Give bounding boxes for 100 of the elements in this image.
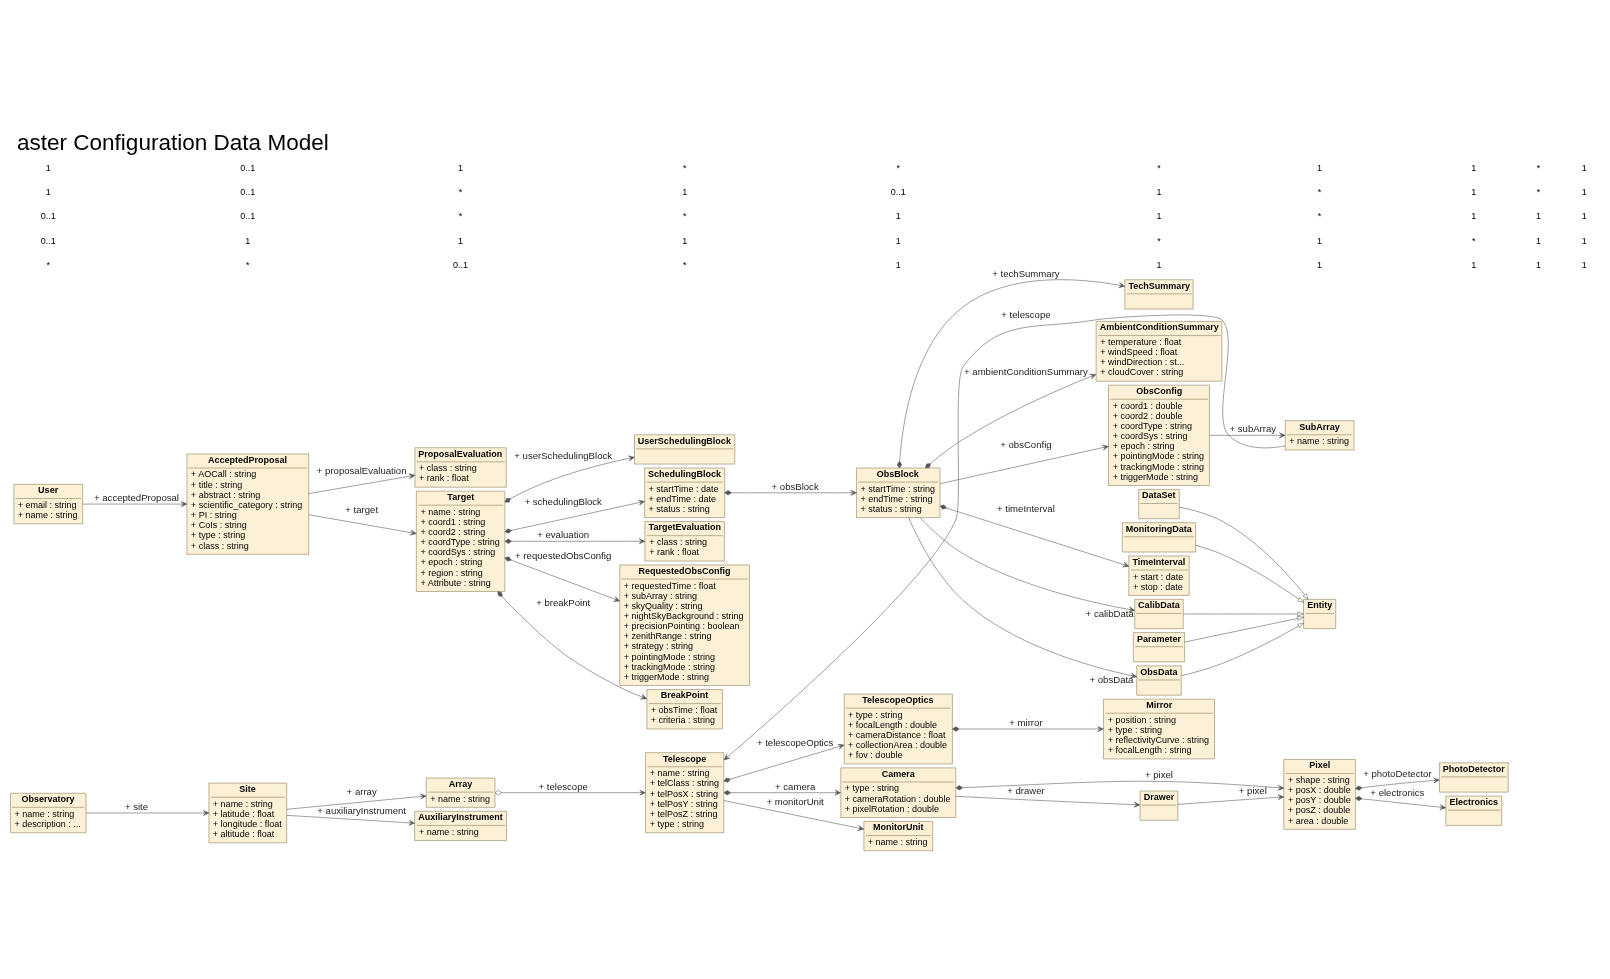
arrow — [1177, 793, 1285, 805]
arrow — [723, 789, 841, 795]
edge-label: + userSchedulingBlock — [514, 449, 613, 461]
arrow — [724, 489, 857, 496]
arrow — [82, 500, 188, 507]
arrow — [1355, 777, 1440, 791]
label: 1 — [895, 235, 901, 246]
label: * — [46, 259, 51, 270]
label: * — [1157, 162, 1161, 173]
edge-label: + timeInterval — [997, 502, 1055, 514]
arrow — [1195, 544, 1304, 603]
label: * — [1536, 162, 1541, 173]
edge-label: + ambientConditionSummary — [964, 365, 1088, 377]
label: * — [682, 162, 687, 173]
edge-label: + telescopeOptics — [756, 736, 834, 748]
arrow — [494, 789, 646, 795]
label: 0..1 — [453, 259, 469, 270]
label: 1 — [1536, 259, 1542, 270]
edge-label: + telescope — [1001, 308, 1051, 320]
arrow — [952, 725, 1104, 732]
label: 1 — [1471, 210, 1477, 221]
label: 1 — [1471, 162, 1477, 173]
arrow — [504, 538, 646, 544]
edge-label: + photoDetector — [1363, 767, 1432, 779]
arrow — [955, 795, 1141, 807]
edge-label: + pixel — [1145, 768, 1173, 780]
edge-label: + target — [345, 503, 379, 515]
label: 1 — [1581, 259, 1587, 270]
label: 1 — [45, 186, 51, 197]
arrow — [504, 499, 645, 534]
diagram-title: aster Configuration Data Model — [16, 129, 329, 155]
edge-label: + acceptedProposal — [94, 491, 179, 503]
label: 1 — [1581, 235, 1587, 246]
arrow — [1179, 506, 1309, 600]
label: * — [1317, 186, 1322, 197]
edge-label: + breakPoint — [536, 596, 591, 608]
label: 1 — [682, 186, 688, 197]
arrow — [308, 513, 417, 535]
edge-label: + obsData — [1089, 673, 1134, 685]
label: 1 — [1471, 259, 1477, 270]
label: * — [1157, 235, 1161, 246]
arrow — [504, 556, 620, 602]
edge-label: + array — [346, 785, 377, 797]
arrow — [1182, 611, 1304, 616]
label: * — [458, 186, 463, 197]
edge-label: + site — [124, 800, 149, 812]
label: 0..1 — [40, 210, 56, 221]
edge-label: + evaluation — [537, 528, 590, 540]
label: 0..1 — [240, 186, 256, 197]
arrow — [1181, 622, 1304, 676]
label: * — [1317, 210, 1322, 221]
arrow — [723, 799, 865, 831]
label: 1 — [1536, 235, 1542, 246]
edge-label: + obsBlock — [771, 480, 819, 492]
label: 1 — [1317, 235, 1323, 246]
edge-label: + techSummary — [992, 267, 1060, 279]
label: 1 — [1536, 210, 1542, 221]
arrow — [925, 373, 1097, 468]
edge-label: + proposalEvaluation — [316, 464, 407, 476]
label: 1 — [458, 235, 464, 246]
edge-label: + subArray — [1229, 422, 1277, 434]
arrow — [723, 314, 1286, 760]
label: 1 — [1581, 162, 1587, 173]
edge-label: + auxiliaryInstrument — [317, 804, 406, 816]
arrow — [1355, 795, 1446, 810]
edge-label: + obsConfig — [1000, 438, 1052, 449]
label: * — [458, 210, 463, 221]
edge-label: + pixel — [1238, 784, 1267, 796]
label: * — [896, 162, 901, 173]
label: 1 — [1156, 259, 1162, 270]
label: 1 — [1317, 259, 1323, 270]
arrow — [939, 444, 1109, 484]
arrow — [286, 793, 427, 810]
edge-label: + drawer — [1007, 784, 1045, 796]
label: * — [682, 210, 687, 221]
label: 1 — [895, 259, 901, 270]
label: * — [682, 259, 687, 270]
label: 1 — [1581, 186, 1587, 197]
edge-label: + electronics — [1370, 786, 1425, 798]
edge-label: + requestedObsConfig — [515, 549, 612, 561]
edge-label: + schedulingBlock — [524, 495, 602, 507]
arrow — [723, 743, 845, 783]
arrow — [1209, 432, 1286, 438]
arrow — [896, 278, 1125, 468]
arrow — [939, 504, 1130, 567]
arrow — [919, 516, 1135, 612]
label: 0..1 — [240, 162, 256, 173]
arrow — [908, 516, 1137, 678]
arrow — [85, 809, 210, 816]
label: 1 — [682, 235, 688, 246]
label: 1 — [45, 162, 51, 173]
arrow — [308, 472, 416, 494]
arrow — [497, 590, 648, 699]
edge-label: + mirror — [1009, 716, 1043, 728]
label: 1 — [245, 235, 251, 246]
edge-label: + camera — [775, 780, 816, 792]
label: 1 — [1581, 210, 1587, 221]
edge-label: + monitorUnit — [766, 795, 824, 807]
label: 1 — [1471, 186, 1477, 197]
label: 1 — [1317, 162, 1323, 173]
